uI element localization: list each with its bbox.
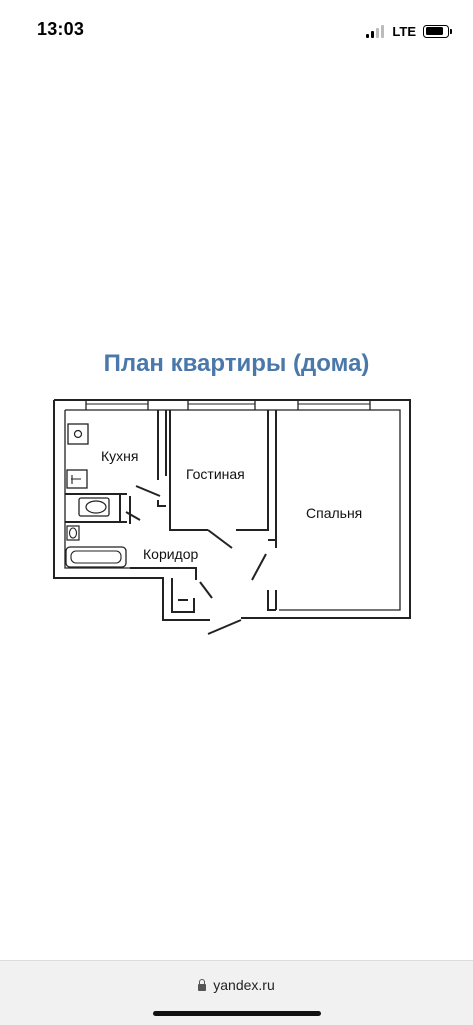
status-bar: 13:03 LTE (0, 0, 473, 60)
room-label-corridor: Коридор (143, 546, 199, 562)
status-indicators: LTE (366, 21, 452, 41)
room-label-living-room: Гостиная (186, 466, 245, 482)
network-type: LTE (392, 23, 416, 39)
room-label-bedroom: Спальня (306, 505, 363, 521)
cellular-signal-icon (366, 24, 386, 38)
battery-icon (423, 24, 452, 38)
home-indicator[interactable] (153, 1011, 321, 1016)
plan-title: План квартиры (дома) (103, 350, 370, 377)
room-label-kitchen: Кухня (101, 448, 139, 464)
lock-icon (198, 979, 207, 991)
url-text: yandex.ru (213, 977, 275, 993)
url-display[interactable]: yandex.ru (0, 977, 473, 993)
status-time: 13:03 (37, 19, 85, 39)
